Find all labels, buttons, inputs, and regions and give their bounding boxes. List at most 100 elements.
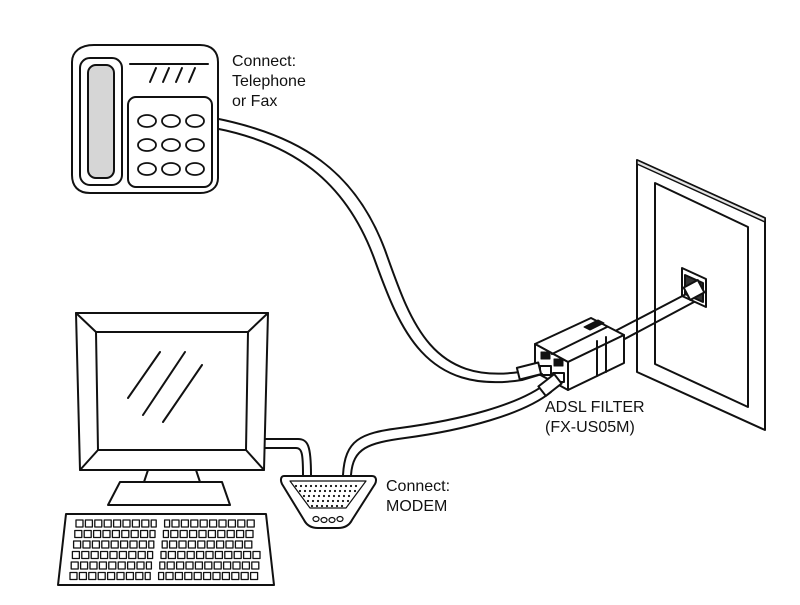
keyboard-key bbox=[89, 561, 98, 570]
keyboard-key bbox=[118, 550, 128, 560]
modem-vent-dot bbox=[328, 489, 332, 493]
modem-vent-dot bbox=[353, 489, 357, 493]
modem-vent-dot bbox=[349, 484, 353, 488]
keyboard-key bbox=[214, 550, 224, 560]
keyboard-key bbox=[94, 519, 103, 528]
keyboard-key bbox=[117, 561, 126, 570]
keyboard-key bbox=[135, 571, 144, 581]
modem-vent-dot bbox=[302, 494, 306, 498]
modem-vent-dot bbox=[323, 489, 327, 493]
keyboard-key bbox=[144, 571, 151, 581]
keyboard-key bbox=[193, 571, 202, 581]
adsl-filter-label: ADSL FILTER (FX-US05M) bbox=[545, 398, 645, 438]
modem-vent-dot bbox=[342, 494, 346, 498]
modem-vent-dot bbox=[340, 504, 344, 508]
keyboard-key bbox=[224, 550, 233, 560]
keyboard-key bbox=[136, 561, 145, 570]
keyboard-key bbox=[195, 550, 205, 560]
keyboard-key bbox=[103, 519, 112, 528]
keyboard-key bbox=[218, 519, 227, 528]
modem-vent-dot bbox=[314, 484, 318, 488]
keyboard-key bbox=[174, 571, 184, 581]
keyboard-key bbox=[138, 540, 148, 549]
modem-vent-dot bbox=[336, 499, 340, 503]
filter-label-line-1: ADSL FILTER bbox=[545, 399, 645, 416]
telephone-connect-label: Connect: Telephone or Fax bbox=[232, 52, 306, 112]
modem-vent-dot bbox=[308, 489, 312, 493]
telephone-icon bbox=[71, 44, 219, 194]
modem-vent-dot bbox=[347, 494, 351, 498]
keyboard-key bbox=[186, 550, 195, 560]
keyboard-key bbox=[81, 550, 90, 560]
keyboard-key bbox=[79, 561, 89, 570]
modem-icon bbox=[279, 475, 377, 529]
modem-label-line-1: Connect: bbox=[386, 478, 451, 495]
keyboard-key bbox=[83, 529, 92, 539]
keyboard-key bbox=[91, 540, 101, 549]
keyboard-key bbox=[145, 561, 153, 570]
keyboard-key bbox=[157, 571, 165, 581]
keyboard-key bbox=[128, 550, 137, 560]
keyboard-key bbox=[245, 529, 254, 539]
keyboard-key bbox=[146, 550, 154, 560]
keyboard-key bbox=[202, 571, 212, 581]
keyboard-key bbox=[101, 540, 110, 549]
modem-vent-dot bbox=[320, 504, 324, 508]
modem-vent-dot bbox=[337, 494, 341, 498]
keyboard-key bbox=[98, 561, 108, 570]
keyboard-key bbox=[97, 571, 106, 581]
adsl-filter-icon bbox=[534, 317, 625, 391]
keyboard-key bbox=[185, 561, 194, 570]
keyboard-key bbox=[235, 529, 245, 539]
modem-vent-dot bbox=[331, 499, 335, 503]
keyboard-key bbox=[241, 561, 251, 570]
keyboard-key bbox=[199, 519, 208, 528]
modem-vent-dot bbox=[294, 484, 298, 488]
telephone-label-line-1: Connect: bbox=[232, 53, 297, 70]
keyboard-key bbox=[226, 529, 235, 539]
keyboard-key bbox=[92, 529, 102, 539]
modem-vent-dot bbox=[315, 504, 319, 508]
modem-vent-dot bbox=[326, 499, 330, 503]
keyboard-key bbox=[122, 519, 131, 528]
modem-vent-dot bbox=[332, 494, 336, 498]
keyboard-key bbox=[194, 561, 204, 570]
keyboard-key bbox=[99, 550, 109, 560]
modem-vent-dot bbox=[309, 484, 313, 488]
keyboard-key bbox=[119, 540, 129, 549]
keyboard-key bbox=[170, 529, 179, 539]
keyboard-key bbox=[212, 571, 221, 581]
computer-monitor-icon bbox=[75, 312, 269, 506]
keyboard-key bbox=[75, 519, 84, 528]
keyboard-key bbox=[184, 571, 193, 581]
modem-vent-dot bbox=[325, 504, 329, 508]
keyboard-key bbox=[180, 519, 190, 528]
keyboard-key bbox=[165, 571, 174, 581]
modem-vent-dot bbox=[354, 484, 358, 488]
modem-vent-dot bbox=[311, 499, 315, 503]
modem-vent-dot bbox=[346, 499, 350, 503]
keyboard-key bbox=[187, 540, 197, 549]
modem-vent-dot bbox=[344, 484, 348, 488]
modem-vent-dot bbox=[330, 504, 334, 508]
keyboard-key bbox=[240, 571, 249, 581]
keyboard-key bbox=[106, 571, 116, 581]
modem-vent-dot bbox=[318, 489, 322, 493]
keyboard-key bbox=[233, 550, 242, 560]
modem-vent-dot bbox=[312, 494, 316, 498]
keyboard-key bbox=[171, 519, 180, 528]
modem-vent-dot bbox=[338, 489, 342, 493]
keyboard-key bbox=[150, 519, 157, 528]
modem-vent-dot bbox=[317, 494, 321, 498]
keyboard-icon bbox=[57, 513, 275, 586]
keyboard-key bbox=[131, 519, 141, 528]
keyboard-key bbox=[148, 540, 155, 549]
keyboard-key bbox=[84, 519, 94, 528]
keyboard-key bbox=[179, 529, 188, 539]
modem-vent-dot bbox=[335, 504, 339, 508]
keyboard-key bbox=[252, 550, 261, 560]
modem-vent-dot bbox=[322, 494, 326, 498]
modem-vent-dot bbox=[334, 484, 338, 488]
keyboard-key bbox=[126, 561, 136, 570]
